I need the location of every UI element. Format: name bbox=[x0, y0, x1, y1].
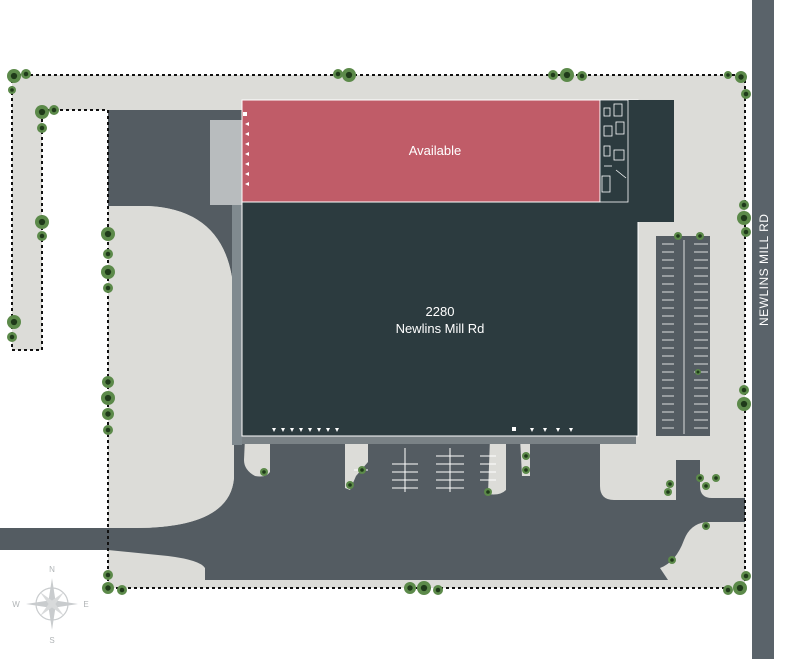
tree bbox=[739, 385, 749, 395]
tree bbox=[668, 556, 676, 564]
tree bbox=[102, 376, 114, 388]
compass-s: S bbox=[49, 636, 54, 645]
tree bbox=[333, 69, 343, 79]
tree bbox=[21, 69, 31, 79]
grass-island-dock-1 bbox=[244, 438, 270, 477]
tree bbox=[103, 249, 113, 259]
tree bbox=[7, 315, 21, 329]
tree bbox=[733, 581, 747, 595]
tree bbox=[712, 474, 720, 482]
tree bbox=[37, 123, 47, 133]
road-label: NEWLINS MILL RD bbox=[757, 214, 771, 326]
tree bbox=[7, 69, 21, 83]
tree bbox=[260, 468, 268, 476]
tree bbox=[417, 581, 431, 595]
building-number: 2280 bbox=[426, 304, 455, 319]
compass-e: E bbox=[83, 600, 88, 609]
office-fixtures bbox=[601, 103, 627, 193]
tree bbox=[737, 211, 751, 225]
grass-island-east-3 bbox=[700, 438, 745, 498]
grass-strip-east bbox=[710, 222, 745, 438]
tree bbox=[103, 425, 113, 435]
tree bbox=[102, 408, 114, 420]
compass-n: N bbox=[49, 565, 55, 574]
tree bbox=[101, 391, 115, 405]
tree bbox=[560, 68, 574, 82]
tree bbox=[674, 232, 682, 240]
tree bbox=[117, 585, 127, 595]
tree bbox=[737, 397, 751, 411]
dock-strip bbox=[242, 436, 636, 444]
tree bbox=[577, 71, 587, 81]
grass-island-dock-2 bbox=[345, 438, 368, 490]
compass-w: W bbox=[12, 600, 20, 609]
tree bbox=[702, 482, 710, 490]
tree bbox=[49, 105, 59, 115]
tree bbox=[433, 585, 443, 595]
tree bbox=[358, 466, 366, 474]
tree bbox=[741, 89, 751, 99]
tree bbox=[7, 332, 17, 342]
tree bbox=[103, 283, 113, 293]
tree bbox=[696, 474, 704, 482]
available-label: Available bbox=[409, 143, 462, 158]
dock-doors-south bbox=[272, 427, 573, 432]
tree bbox=[695, 369, 701, 375]
grass-island-dock-3 bbox=[488, 438, 506, 495]
grass-strip-parking bbox=[638, 222, 656, 436]
site-boundary bbox=[11, 74, 746, 589]
tree bbox=[702, 522, 710, 530]
trees bbox=[7, 68, 751, 595]
tree bbox=[103, 570, 113, 580]
tree bbox=[484, 488, 492, 496]
tree bbox=[101, 265, 115, 279]
ramp-shadow bbox=[210, 120, 242, 205]
tree bbox=[735, 71, 747, 83]
tree bbox=[548, 70, 558, 80]
tree bbox=[696, 232, 704, 240]
dock-markers-west bbox=[243, 112, 249, 186]
tree bbox=[664, 488, 672, 496]
tree bbox=[35, 215, 49, 229]
grass-island-west bbox=[108, 206, 234, 528]
tree bbox=[666, 480, 674, 488]
tree bbox=[404, 582, 416, 594]
tree bbox=[739, 200, 749, 210]
parcel-west bbox=[42, 110, 108, 350]
compass-rose: N S E W bbox=[12, 565, 88, 645]
tree bbox=[346, 481, 354, 489]
parking-stalls-south bbox=[354, 448, 496, 492]
tree bbox=[741, 227, 751, 237]
tree bbox=[8, 86, 16, 94]
grass-island-east bbox=[600, 440, 640, 497]
tree bbox=[522, 452, 530, 460]
tree bbox=[35, 105, 49, 119]
parking-stalls-east bbox=[662, 240, 708, 434]
tree bbox=[37, 231, 47, 241]
tree bbox=[342, 68, 356, 82]
tree bbox=[741, 571, 751, 581]
compass-needle-diag-2 bbox=[40, 592, 64, 616]
building-street: Newlins Mill Rd bbox=[396, 321, 485, 336]
tree bbox=[724, 71, 732, 79]
tree bbox=[101, 227, 115, 241]
access-road bbox=[0, 528, 108, 550]
truck-court-shadow bbox=[232, 205, 242, 445]
newlins-mill-road bbox=[752, 0, 774, 659]
tree bbox=[522, 466, 530, 474]
tree bbox=[102, 582, 114, 594]
tree bbox=[723, 585, 733, 595]
east-parking-lot bbox=[656, 236, 710, 436]
